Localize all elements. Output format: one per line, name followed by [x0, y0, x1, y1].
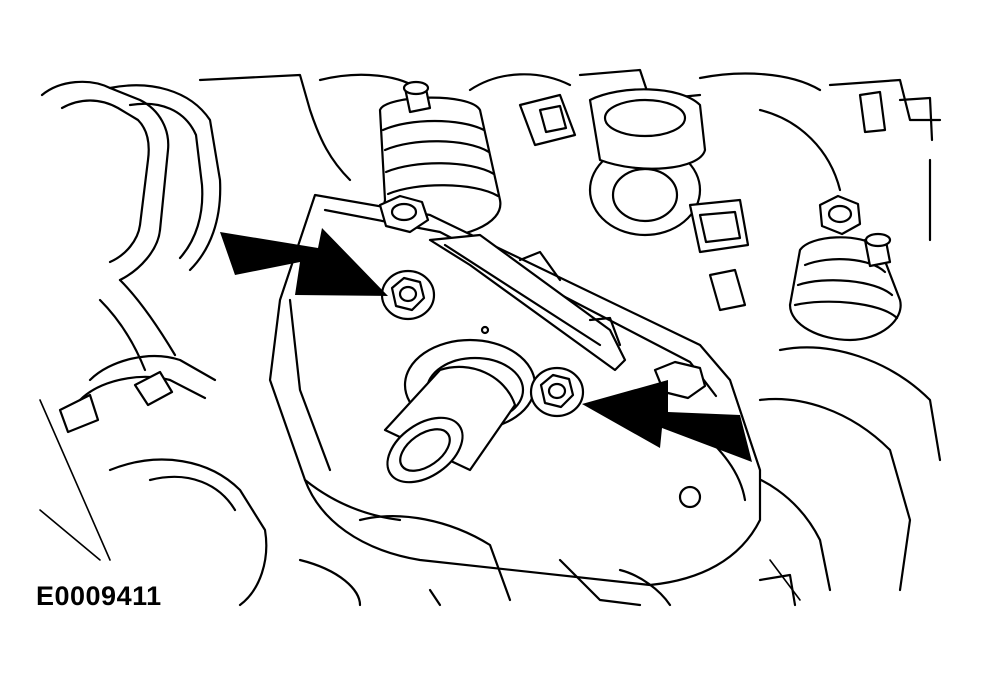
callout-arrow-left: [220, 228, 388, 296]
callout-arrow-right: [582, 380, 752, 462]
background-components: [39, 68, 942, 607]
figure-id-label: E0009411: [36, 581, 162, 611]
bolt-right-arrowed: [529, 366, 585, 418]
bolt-upper-left: [378, 194, 430, 234]
bolt-left-arrowed: [380, 269, 436, 321]
bracket-spigot: [383, 338, 537, 484]
